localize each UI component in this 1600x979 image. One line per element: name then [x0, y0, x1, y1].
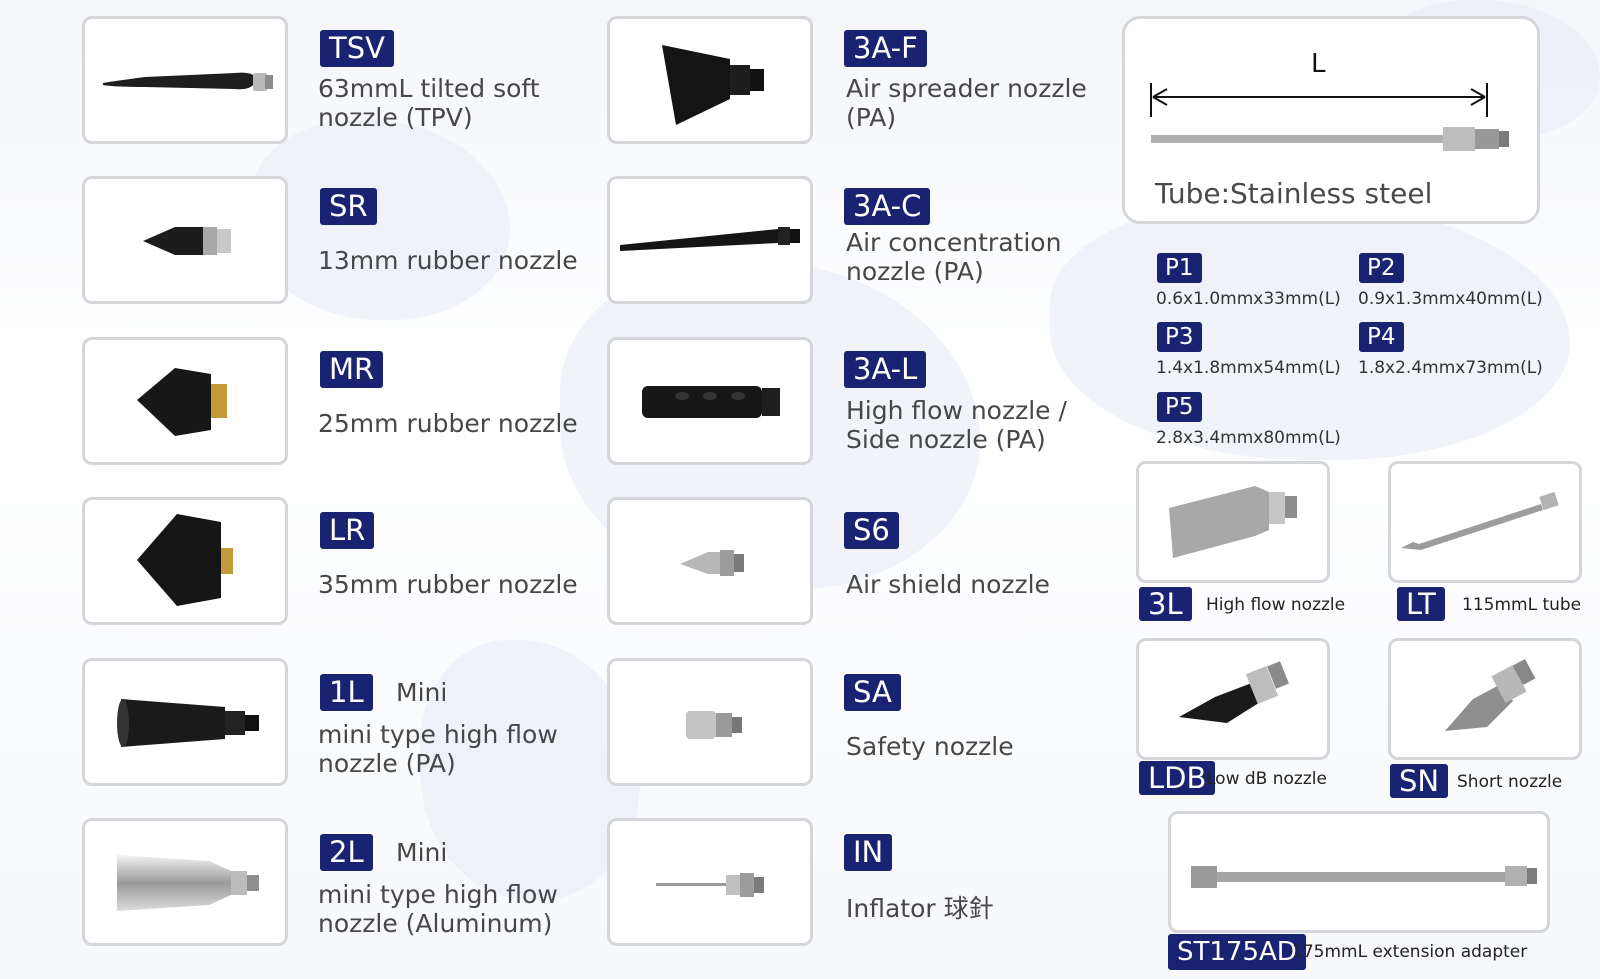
product-card-in: [607, 818, 813, 946]
product-card-1l: [82, 658, 288, 786]
label-3l: High flow nozzle: [1206, 595, 1346, 615]
desc-3a-l: High flow nozzle / Side nozzle (PA): [846, 396, 1067, 454]
code-badge-tsv: TSV: [320, 30, 394, 67]
short-nozzle-icon: [1445, 659, 1536, 731]
product-card-tsv: [82, 16, 288, 144]
tube-diagram-box: L Tube:Stainless steel: [1122, 16, 1540, 224]
code-badge-3a-l: 3A-L: [844, 351, 927, 388]
desc-2l: mini type high flow nozzle (Aluminum): [318, 880, 558, 938]
low-db-nozzle-icon: [1179, 661, 1289, 723]
spec-p2: 0.9x1.3mmx40mm(L): [1358, 289, 1543, 309]
stainless-tube-icon: [1150, 83, 1509, 151]
code-badge-ldb: LDB: [1139, 761, 1216, 795]
product-card-3a-c: [607, 176, 813, 304]
product-card-3a-f: [607, 16, 813, 144]
product-card-ldb: [1136, 638, 1330, 760]
label-st175ad: 175mmL extension adapter: [1292, 942, 1528, 962]
code-badge-sn: SN: [1390, 764, 1449, 798]
code-badge-mr: MR: [320, 351, 384, 388]
spec-p5: 2.8x3.4mmx80mm(L): [1156, 428, 1341, 448]
air-shield-nozzle-icon: [680, 550, 744, 576]
tilted-soft-nozzle-icon: [103, 72, 273, 91]
spec-p3: 1.4x1.8mmx54mm(L): [1156, 358, 1341, 378]
product-card-2l: [82, 818, 288, 946]
code-badge-3a-c: 3A-C: [844, 188, 931, 225]
long-tube-icon: [1401, 491, 1559, 550]
product-card-sa: [607, 658, 813, 786]
code-badge-p1: P1: [1157, 253, 1202, 283]
mini-label-1l: Mini: [396, 678, 448, 707]
spec-p1: 0.6x1.0mmx33mm(L): [1156, 289, 1341, 309]
desc-3a-f: Air spreader nozzle (PA): [846, 74, 1087, 132]
desc-lr: 35mm rubber nozzle: [318, 570, 578, 599]
product-card-lt: [1388, 461, 1582, 583]
code-badge-2l: 2L: [320, 834, 373, 871]
desc-in: Inflator 球針: [846, 894, 994, 923]
code-badge-p5: P5: [1157, 392, 1202, 422]
code-badge-lt: LT: [1397, 587, 1445, 621]
rubber-nozzle-large-icon: [137, 514, 233, 606]
air-concentration-nozzle-icon: [620, 227, 800, 251]
product-card-s6: [607, 497, 813, 625]
aluminum-high-flow-nozzle-icon: [117, 855, 259, 911]
product-card-st175ad: [1168, 811, 1550, 933]
air-spreader-nozzle-icon: [662, 45, 764, 125]
product-card-sr: [82, 176, 288, 304]
desc-sr: 13mm rubber nozzle: [318, 246, 578, 275]
mini-label-2l: Mini: [396, 838, 448, 867]
tube-length-label: L: [1311, 49, 1326, 79]
code-badge-p3: P3: [1157, 322, 1202, 352]
spec-p4: 1.8x2.4mmx73mm(L): [1358, 358, 1543, 378]
extension-adapter-icon: [1191, 866, 1537, 888]
code-badge-s6: S6: [844, 512, 899, 549]
tube-material-label: Tube:Stainless steel: [1155, 177, 1433, 210]
inflator-needle-icon: [656, 873, 764, 897]
rubber-nozzle-medium-icon: [137, 368, 227, 436]
code-badge-in: IN: [844, 834, 893, 871]
code-badge-3a-f: 3A-F: [844, 30, 927, 67]
code-badge-lr: LR: [320, 512, 375, 549]
product-card-3l: [1136, 461, 1330, 583]
desc-mr: 25mm rubber nozzle: [318, 409, 578, 438]
code-badge-p2: P2: [1359, 253, 1404, 283]
label-sn: Short nozzle: [1457, 772, 1563, 792]
product-card-3a-l: [607, 337, 813, 465]
code-badge-p4: P4: [1359, 322, 1404, 352]
desc-tsv: 63mmL tilted soft nozzle (TPV): [318, 74, 540, 132]
label-ldb: Low dB nozzle: [1206, 769, 1327, 789]
product-card-mr: [82, 337, 288, 465]
product-card-sn: [1388, 638, 1582, 760]
label-lt: 115mmL tube: [1462, 595, 1582, 615]
desc-s6: Air shield nozzle: [846, 570, 1050, 599]
code-badge-1l: 1L: [320, 674, 373, 711]
mini-high-flow-nozzle-icon: [117, 699, 259, 747]
metal-high-flow-nozzle-icon: [1169, 486, 1297, 558]
side-nozzle-icon: [642, 386, 780, 418]
code-badge-st175ad: ST175AD: [1168, 934, 1306, 970]
code-badge-sa: SA: [844, 674, 901, 711]
desc-sa: Safety nozzle: [846, 732, 1014, 761]
safety-nozzle-icon: [686, 711, 742, 739]
product-card-lr: [82, 497, 288, 625]
code-badge-sr: SR: [320, 188, 377, 225]
rubber-nozzle-small-icon: [143, 227, 231, 255]
desc-1l: mini type high flow nozzle (PA): [318, 720, 558, 778]
desc-3a-c: Air concentration nozzle (PA): [846, 228, 1062, 286]
code-badge-3l: 3L: [1139, 587, 1192, 621]
